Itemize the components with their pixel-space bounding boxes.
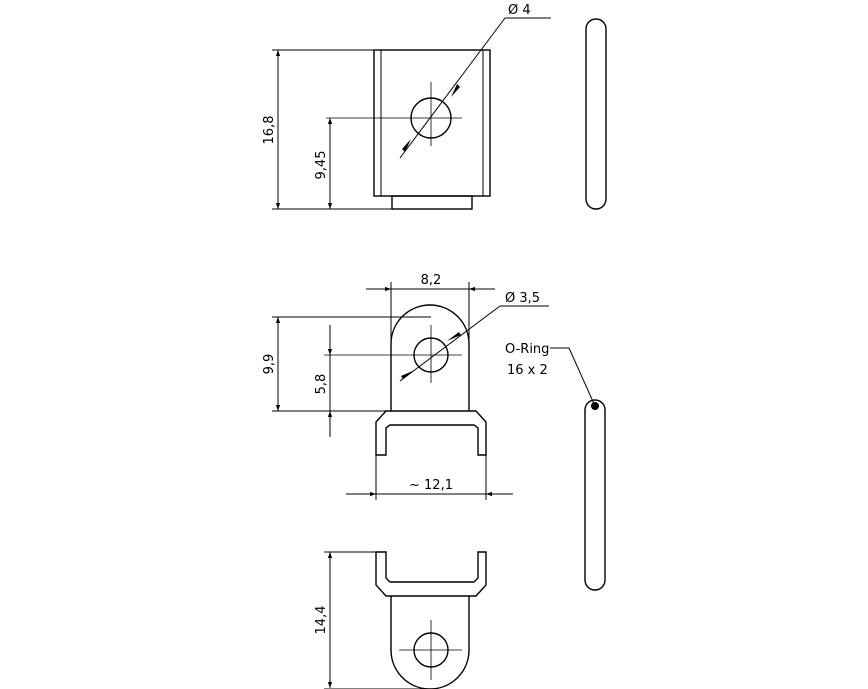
oring-side-top <box>585 18 607 210</box>
top-diameter-leader <box>399 17 506 159</box>
mid-diameter-arrow-lower <box>401 370 415 379</box>
bottom-tab-outline <box>390 596 470 689</box>
mid-u-bracket <box>375 410 487 456</box>
top-diameter-arrow-lower <box>402 139 411 152</box>
top-hole-diameter-label: Ø 4 <box>508 3 531 18</box>
top-diameter-arrow-upper <box>451 84 460 97</box>
bottom-view: 14,4 <box>314 551 487 689</box>
oring-group: O-Ring 16 x 2 <box>505 342 606 591</box>
oring-side-mid <box>584 399 606 591</box>
top-hole-height-label: 9,45 <box>314 151 329 180</box>
top-view: Ø 4 16,8 9,45 <box>262 3 551 210</box>
top-height-label: 16,8 <box>262 116 277 145</box>
bottom-height-label: 14,4 <box>314 606 329 635</box>
bottom-u-bracket <box>375 551 487 597</box>
mid-hole-height-label: 5,8 <box>314 374 329 395</box>
oring-label: O-Ring <box>505 342 549 357</box>
middle-view: 8,2 Ø 3,5 9,9 5,8 ~ 12,1 <box>262 273 549 500</box>
mid-diameter-arrow-upper <box>447 332 461 341</box>
top-body-outline <box>373 49 491 197</box>
mid-hole-diameter-label: Ø 3,5 <box>505 291 540 306</box>
top-base-tab <box>391 195 473 210</box>
oring-size-label: 16 x 2 <box>507 363 548 378</box>
mid-span-label: ~ 12,1 <box>409 478 453 493</box>
mid-width-label: 8,2 <box>421 273 442 288</box>
mid-height-label: 9,9 <box>262 354 277 375</box>
oring-leader-line <box>568 347 596 407</box>
mid-diameter-leader <box>399 305 501 382</box>
